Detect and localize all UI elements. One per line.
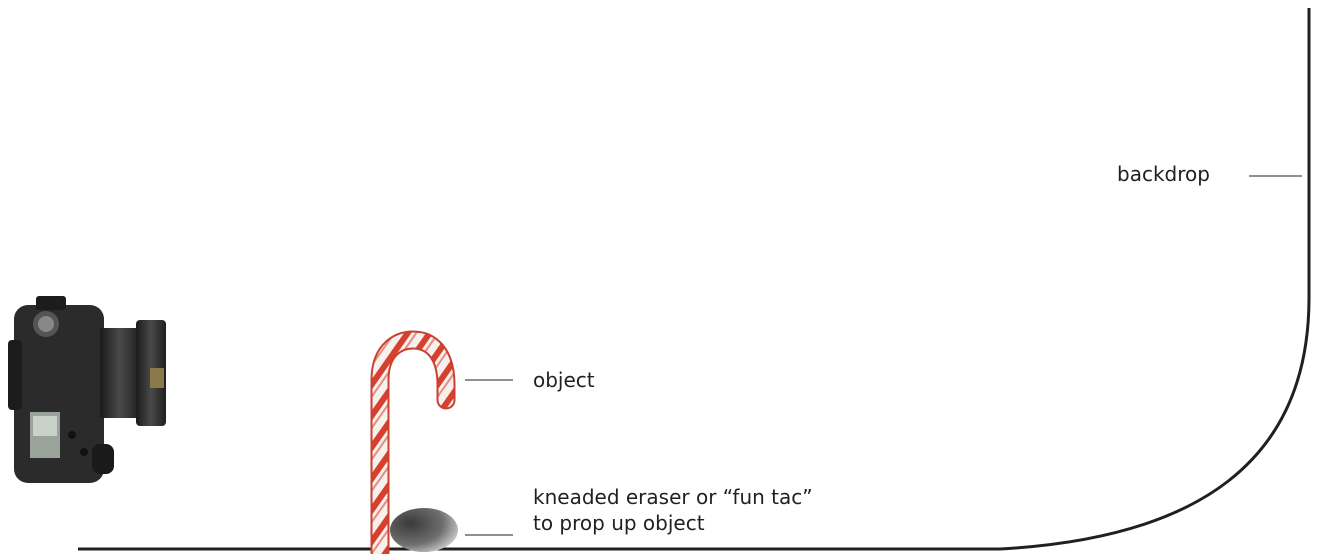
candy-cane-icon (370, 330, 456, 558)
backdrop-sweep (78, 8, 1311, 551)
backdrop-label: backdrop (1117, 162, 1210, 186)
object-label: object (533, 368, 595, 392)
eraser-label-line1: kneaded eraser or “fun tac” (533, 485, 813, 509)
eraser-label-line2: to prop up object (533, 511, 705, 535)
camera-icon (8, 296, 166, 483)
eraser-blob-icon (390, 508, 458, 552)
eraser-label: kneaded eraser or “fun tac” to prop up o… (533, 484, 813, 536)
